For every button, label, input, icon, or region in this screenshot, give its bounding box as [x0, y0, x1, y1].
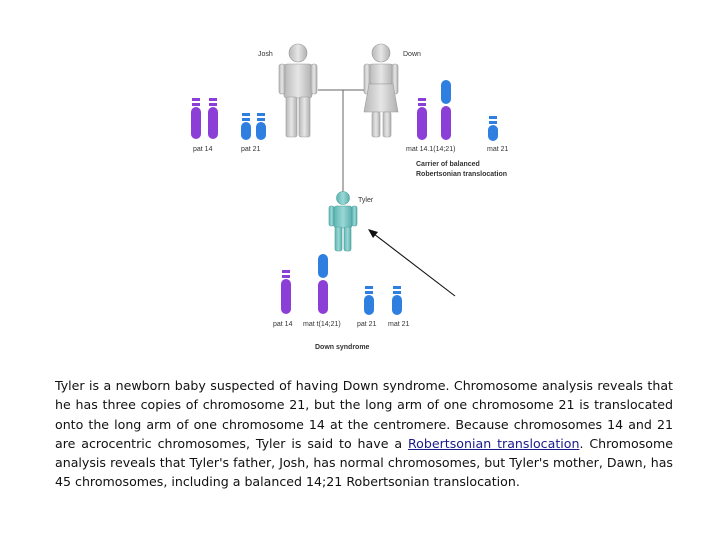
chromosome-21 — [488, 116, 498, 141]
child-chromosomes — [281, 254, 402, 315]
chromosome-14 — [208, 98, 218, 139]
label-child-pat-14: pat 14 — [273, 321, 293, 328]
diagnosis-label: Down syndrome — [315, 344, 370, 351]
chromosome-14 — [191, 98, 201, 139]
chromosome-21 — [241, 113, 251, 140]
label-child-mat-21: mat 21 — [388, 321, 410, 328]
chromosome-21 — [256, 113, 266, 140]
label-mat-translocation: mat 14.1(14;21) — [406, 146, 455, 153]
carrier-note-line2: Robertsonian translocation — [416, 171, 507, 178]
label-pat-14: pat 14 — [193, 146, 213, 153]
translocation-chromosome-14-21 — [441, 80, 451, 140]
robertsonian-translocation-link[interactable]: Robertsonian translocation — [408, 435, 580, 451]
carrier-note-line1: Carrier of balanced — [416, 161, 480, 168]
chromosome-21 — [392, 286, 402, 315]
label-child-mat-translocation: mat t(14;21) — [303, 321, 341, 328]
mother-figure — [363, 43, 399, 138]
chromosome-14 — [417, 98, 427, 140]
pointer-arrowhead — [368, 229, 378, 238]
child-name: Tyler — [358, 197, 374, 204]
label-mat-21: mat 21 — [487, 146, 509, 153]
label-pat-21: pat 21 — [241, 146, 261, 153]
mother-name: Down — [403, 51, 421, 58]
chromosome-14 — [281, 270, 291, 314]
chromosome-21 — [364, 286, 374, 315]
caption-text-part2: . Chromosome analysis reveals that Tyler… — [55, 435, 673, 490]
caption-text-part1: Tyler is a newborn baby suspected of hav… — [55, 378, 673, 451]
father-figure — [278, 43, 318, 138]
father-name: Josh — [258, 51, 273, 58]
mother-chromosomes — [417, 80, 498, 141]
father-chromosomes — [191, 98, 266, 140]
label-child-pat-21: pat 21 — [357, 321, 377, 328]
pedigree-figure: Josh Down Tyler — [191, 43, 509, 351]
caption-paragraph: Tyler is a newborn baby suspected of hav… — [55, 376, 673, 492]
translocation-chromosome-14-21 — [318, 254, 328, 314]
child-figure — [328, 191, 358, 252]
pointer-arrow-line — [373, 233, 456, 297]
